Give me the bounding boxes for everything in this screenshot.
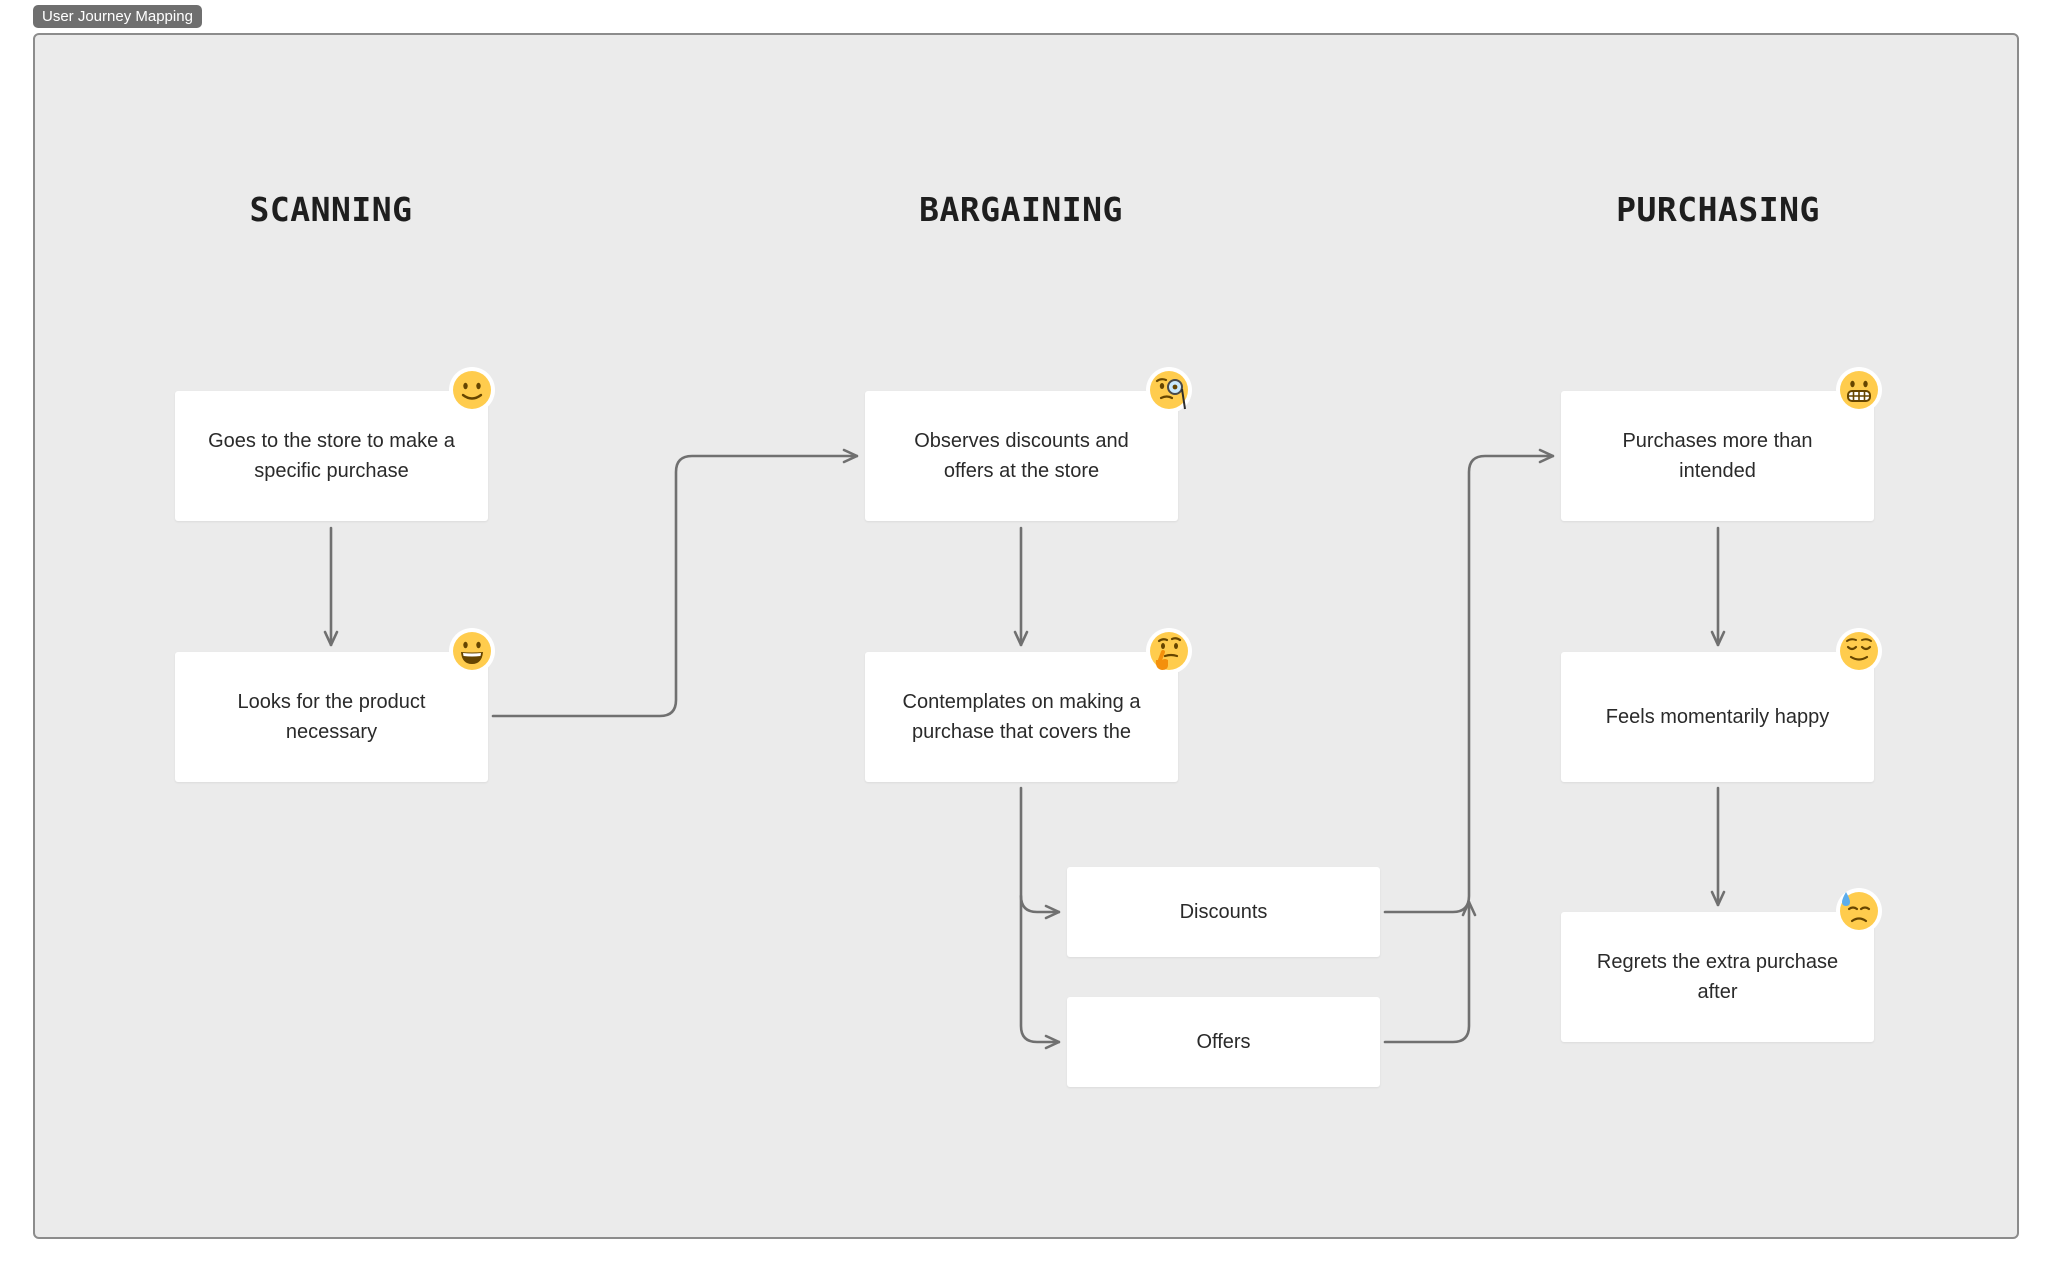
card-regrets-purchase[interactable]: Regrets the extra purchase after bbox=[1561, 912, 1874, 1042]
stage-title-bargaining: BARGAINING bbox=[919, 190, 1123, 229]
stage-title-purchasing: PURCHASING bbox=[1616, 190, 1820, 229]
card-feels-happy[interactable]: Feels momentarily happy bbox=[1561, 652, 1874, 782]
connector-scan2-to-barg1 bbox=[491, 456, 859, 718]
card-text: Observes discounts and offers at the sto… bbox=[914, 430, 1129, 482]
card-text: Goes to the store to make a specific pur… bbox=[208, 430, 455, 482]
card-discounts[interactable]: Discounts bbox=[1067, 867, 1380, 957]
connector-barg2-to-offers bbox=[1019, 894, 1061, 1042]
card-looks-for-product[interactable]: Looks for the product necessary bbox=[175, 652, 488, 782]
relieved-face-icon bbox=[1838, 630, 1880, 672]
card-text: Discounts bbox=[1179, 901, 1268, 923]
frame-label[interactable]: User Journey Mapping bbox=[33, 5, 202, 28]
card-text: Feels momentarily happy bbox=[1605, 706, 1830, 728]
card-observes-discounts[interactable]: Observes discounts and offers at the sto… bbox=[865, 391, 1178, 521]
connector-barg2-to-discounts bbox=[1019, 786, 1061, 912]
card-offers[interactable]: Offers bbox=[1067, 997, 1380, 1087]
card-goes-to-store[interactable]: Goes to the store to make a specific pur… bbox=[175, 391, 488, 521]
card-contemplates-purchase[interactable]: Contemplates on making a purchase that c… bbox=[865, 652, 1178, 782]
grimacing-face-icon bbox=[1838, 369, 1880, 411]
stage-title-scanning: SCANNING bbox=[249, 190, 413, 229]
thinking-face-icon bbox=[1148, 630, 1190, 672]
card-purchases-more[interactable]: Purchases more than intended bbox=[1561, 391, 1874, 521]
card-text: Purchases more than intended bbox=[1622, 430, 1813, 482]
connector-discounts-to-purch1 bbox=[1383, 456, 1555, 914]
card-text: Looks for the product necessary bbox=[237, 691, 426, 743]
slightly-smiling-face-icon bbox=[451, 369, 493, 411]
grinning-face-icon bbox=[451, 630, 493, 672]
downcast-face-with-sweat-icon bbox=[1838, 890, 1880, 932]
card-text: Offers bbox=[1196, 1031, 1251, 1053]
card-text: Regrets the extra purchase after bbox=[1596, 951, 1839, 1003]
face-with-monocle-icon bbox=[1148, 369, 1190, 411]
card-text: Contemplates on making a purchase that c… bbox=[902, 691, 1141, 743]
connector-offers-to-purch1 bbox=[1383, 900, 1469, 1044]
